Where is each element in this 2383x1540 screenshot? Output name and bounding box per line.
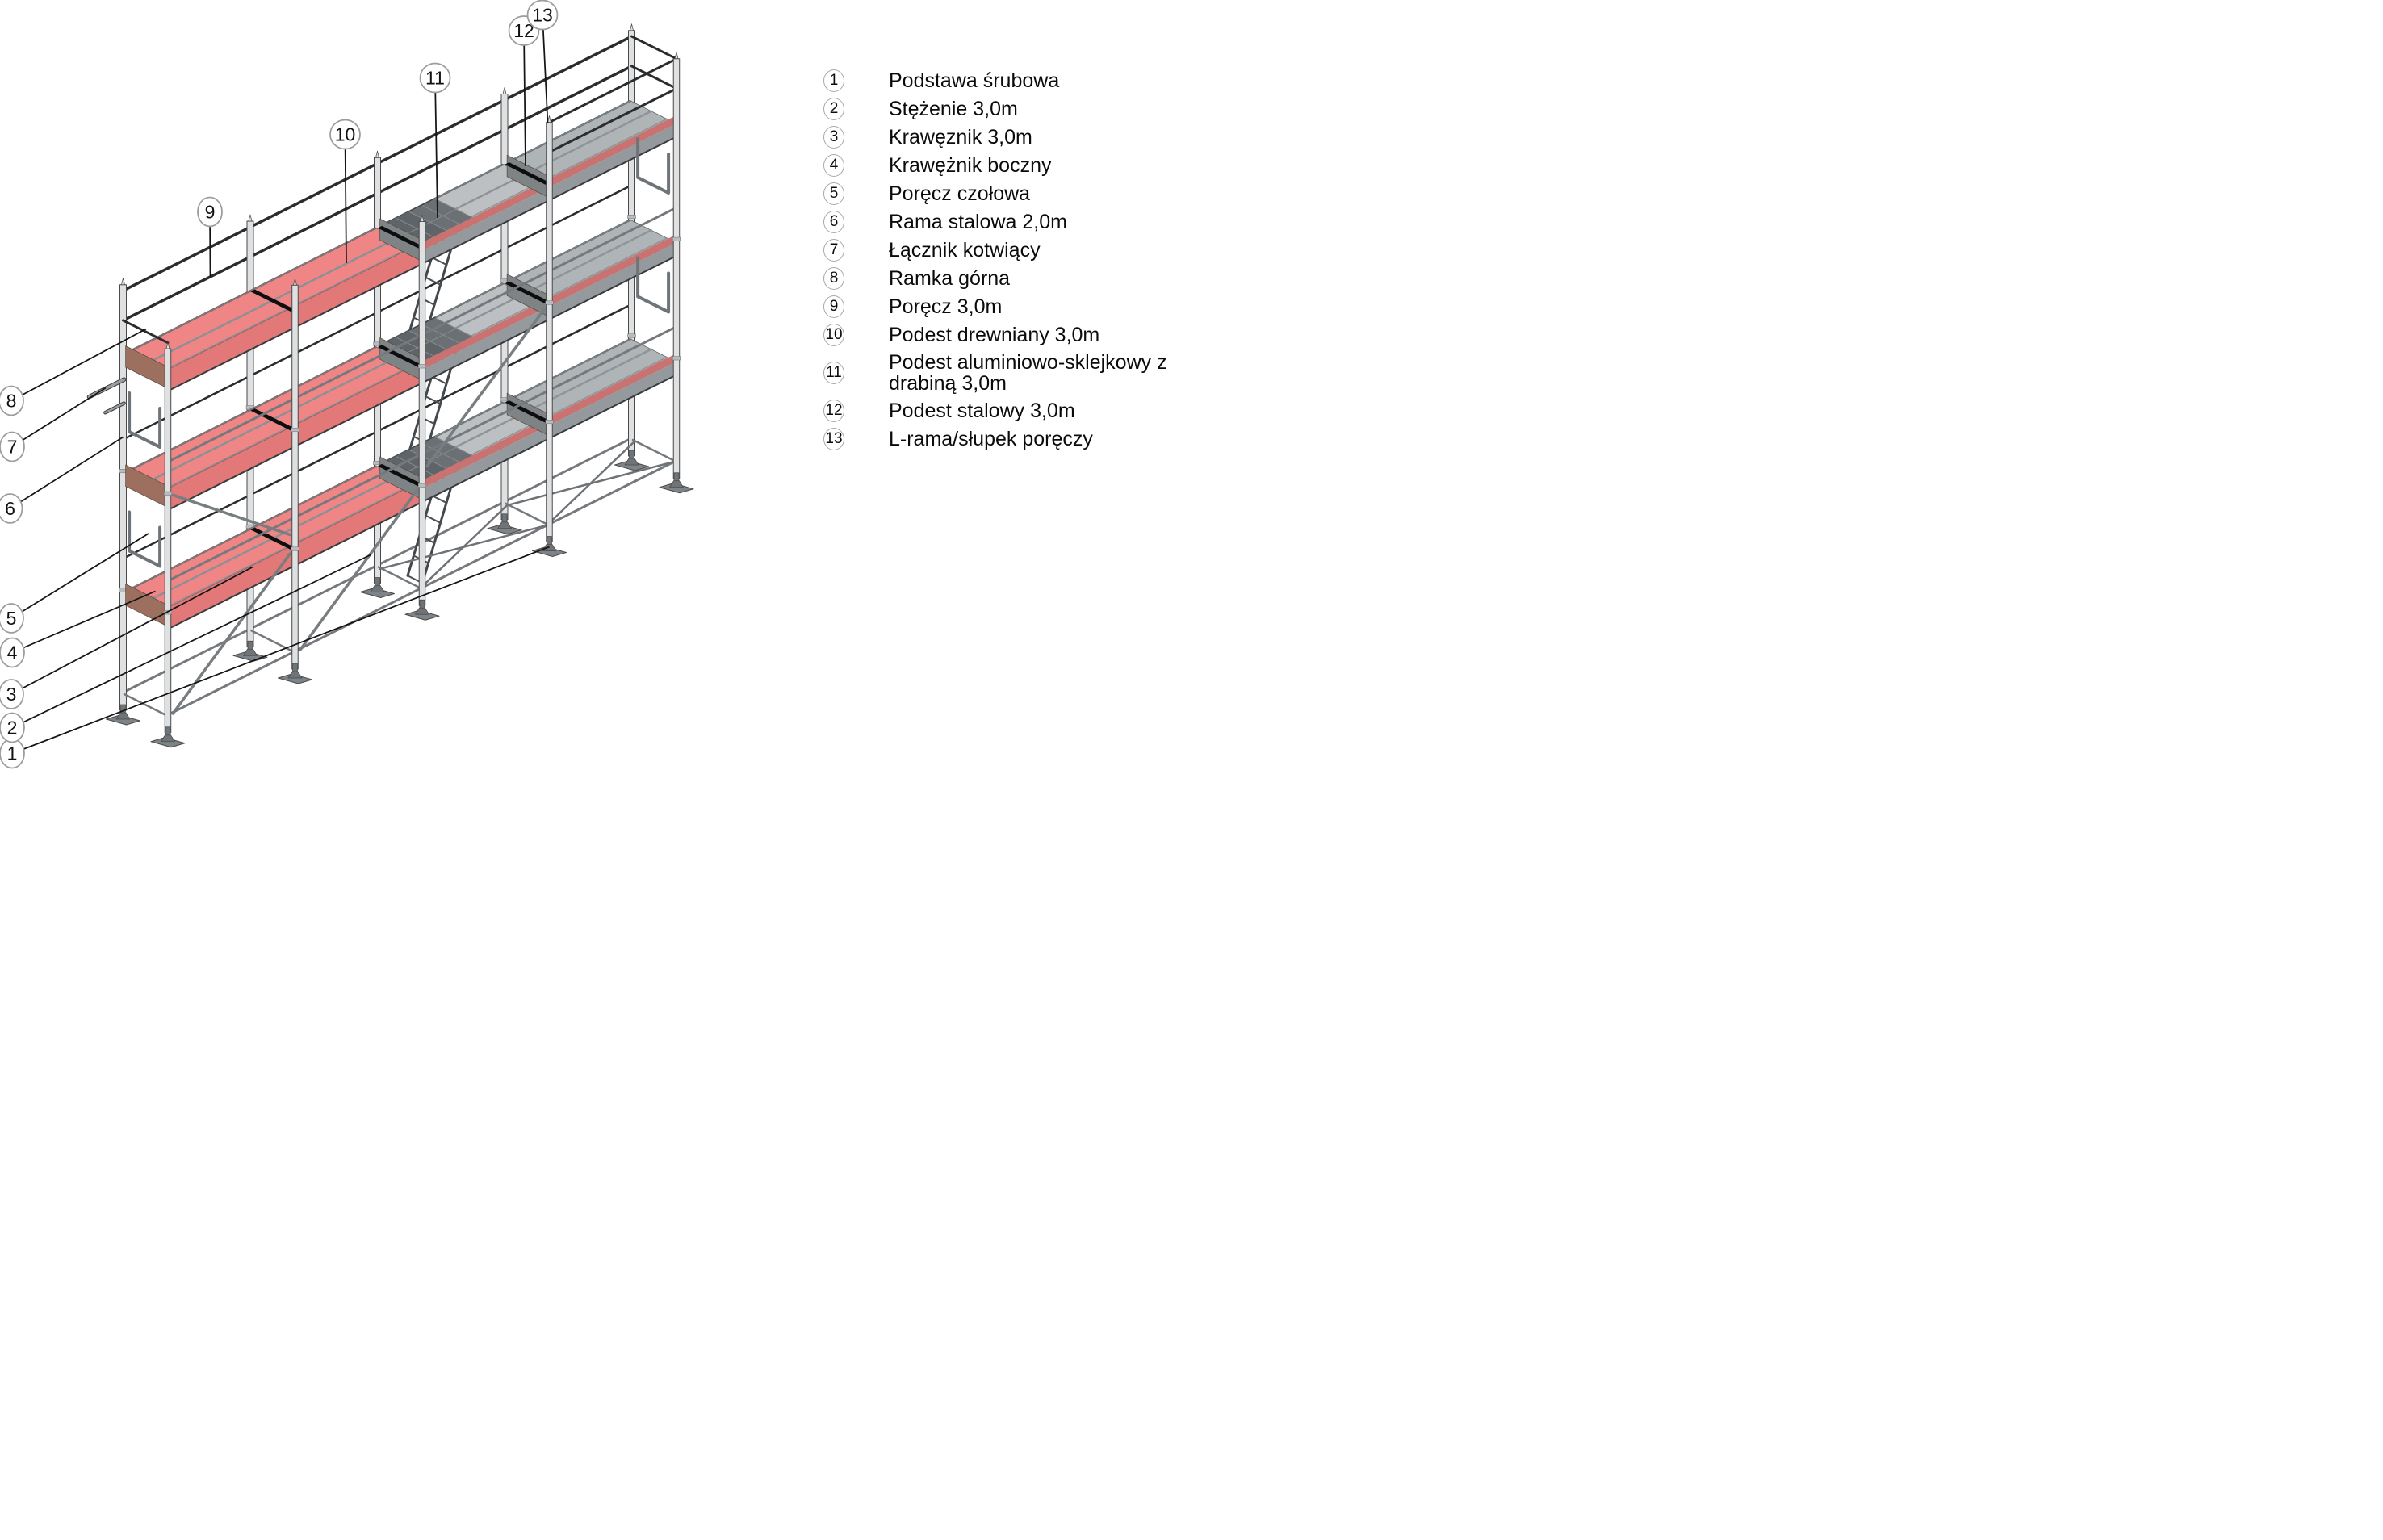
legend-number-12: 12 — [823, 400, 844, 422]
legend-item-2: 2 Stężenie 3,0m — [823, 98, 1171, 120]
legend-label-8: Ramka górna — [889, 267, 1011, 290]
legend-label-12: Podest stalowy 3,0m — [889, 400, 1075, 422]
svg-text:5: 5 — [6, 608, 17, 629]
svg-text:8: 8 — [6, 391, 17, 412]
legend-number-8: 8 — [823, 267, 844, 290]
legend-number-11: 11 — [823, 362, 844, 384]
svg-text:4: 4 — [7, 642, 18, 663]
steel-platform — [506, 219, 675, 320]
callout-1: 1 — [0, 546, 550, 769]
legend-item-1: 1 Podstawa śrubowa — [823, 69, 1171, 92]
legend-item-5: 5 Poręcz czołowa — [823, 182, 1171, 205]
svg-text:2: 2 — [7, 718, 18, 739]
legend-item-11: 11 Podest aluminiowo-sklejkowy z drabiną … — [823, 352, 1171, 394]
svg-text:13: 13 — [532, 5, 553, 26]
legend-number-3: 3 — [823, 126, 844, 149]
callout-5: 5 — [0, 533, 149, 634]
legend-label-6: Rama stalowa 2,0m — [889, 211, 1067, 233]
callout-6: 6 — [0, 436, 124, 524]
legend-number-10: 10 — [823, 324, 844, 346]
end-guards — [122, 35, 678, 568]
legend-number-7: 7 — [823, 239, 844, 262]
platforms — [125, 100, 675, 629]
aluminum-plywood-platform — [379, 163, 548, 264]
legend-item-8: 8 Ramka górna — [823, 267, 1171, 290]
aluminum-plywood-platform — [379, 282, 548, 383]
legend-item-6: 6 Rama stalowa 2,0m — [823, 211, 1171, 233]
legend-label-2: Stężenie 3,0m — [889, 98, 1018, 120]
scaffold-drawing — [86, 23, 694, 748]
legend-item-3: 3 Krawęznik 3,0m — [823, 126, 1171, 149]
screw-bases — [106, 450, 694, 748]
callout-2: 2 — [0, 554, 372, 743]
legend-number-6: 6 — [823, 211, 844, 233]
legend-number-5: 5 — [823, 182, 844, 205]
page: { "legend": { "items": [ {"number":"1","… — [0, 0, 1192, 770]
callout-4: 4 — [0, 590, 156, 668]
legend-label-4: Krawężnik boczny — [889, 154, 1052, 177]
callout-10: 10 — [329, 119, 361, 264]
legend-label-1: Podstawa śrubowa — [889, 69, 1060, 92]
legend-label-7: Łącznik kotwiący — [889, 239, 1041, 262]
legend-item-13: 13 L-rama/słupek poręczy — [823, 428, 1171, 450]
legend-label-11: Podest aluminiowo-sklejkowy z drabiną 3,… — [889, 351, 1167, 395]
front-posts — [163, 52, 681, 734]
legend-label-10: Podest drewniany 3,0m — [889, 324, 1100, 346]
legend-number-13: 13 — [823, 428, 844, 450]
legend-number-4: 4 — [823, 154, 844, 177]
legend-number-1: 1 — [823, 69, 844, 92]
legend-item-7: 7 Łącznik kotwiący — [823, 239, 1171, 262]
svg-text:3: 3 — [6, 684, 17, 705]
legend-number-2: 2 — [823, 98, 844, 120]
legend-number-9: 9 — [823, 295, 844, 318]
legend-label-3: Krawęznik 3,0m — [889, 126, 1032, 149]
svg-text:7: 7 — [7, 437, 18, 458]
callout-8: 8 — [0, 328, 147, 416]
callout-9: 9 — [197, 196, 223, 278]
legend-item-4: 4 Krawężnik boczny — [823, 154, 1171, 177]
callout-11: 11 — [419, 62, 451, 219]
svg-text:6: 6 — [5, 498, 15, 519]
anchor-coupler — [86, 377, 127, 415]
legend-item-12: 12 Podest stalowy 3,0m — [823, 400, 1171, 422]
legend-label-5: Poręcz czołowa — [889, 182, 1031, 205]
callout-7: 7 — [0, 387, 107, 462]
svg-text:9: 9 — [205, 202, 216, 223]
legend-item-9: 9 Poręcz 3,0m — [823, 295, 1171, 318]
legend-label-13: L-rama/słupek poręczy — [889, 428, 1093, 450]
legend: 1 Podstawa śrubowa 2 Stężenie 3,0m 3 Krawęz… — [823, 69, 1171, 450]
svg-text:10: 10 — [335, 124, 356, 145]
svg-text:1: 1 — [7, 743, 18, 764]
callout-13: 13 — [526, 0, 559, 124]
svg-text:11: 11 — [425, 68, 445, 89]
legend-label-9: Poręcz 3,0m — [889, 295, 1003, 318]
legend-item-10: 10 Podest drewniany 3,0m — [823, 324, 1171, 346]
callout-3: 3 — [0, 566, 253, 709]
